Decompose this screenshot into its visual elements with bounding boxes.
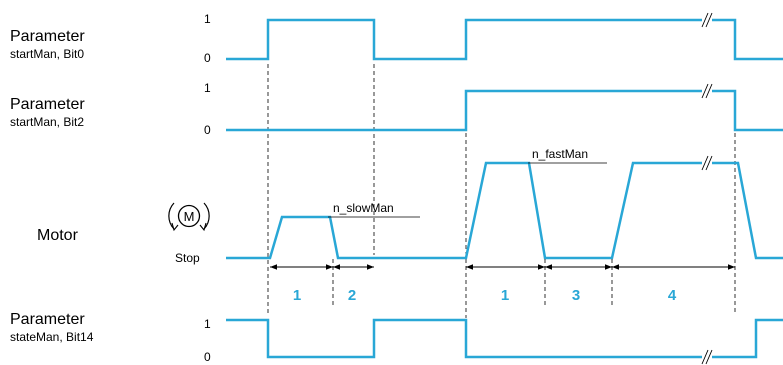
phase-number: 1 <box>293 287 301 304</box>
slow-speed-label: n_slowMan <box>333 201 394 215</box>
signal-waveforms <box>226 18 783 359</box>
phase-numbers: 1 2 1 3 4 <box>293 287 677 304</box>
break-mark-icon <box>701 83 713 99</box>
bit0-label-group: Parameter startMan, Bit0 1 0 <box>10 12 211 65</box>
bit0-level-low: 0 <box>204 51 211 65</box>
motor-label-group: Motor M Stop <box>37 202 210 265</box>
motor-rotation-icon: M <box>168 202 210 232</box>
fast-speed-label: n_fastMan <box>532 147 588 161</box>
bit14-subtitle: stateMan, Bit14 <box>10 330 94 344</box>
speed-labels: n_slowMan n_fastMan <box>328 147 607 218</box>
bit0-title: Parameter <box>10 28 85 45</box>
motor-waveform <box>226 161 783 260</box>
guide-lines <box>267 64 736 318</box>
bit2-title: Parameter <box>10 96 85 113</box>
bit14-label-group: Parameter stateMan, Bit14 1 0 <box>10 311 211 364</box>
phase-number: 3 <box>572 287 580 304</box>
break-mark-icon <box>701 12 713 28</box>
break-mark-icon <box>701 349 713 365</box>
bit2-subtitle: startMan, Bit2 <box>10 115 84 129</box>
motor-title: Motor <box>37 227 79 244</box>
break-marks <box>701 12 713 365</box>
bit0-waveform <box>226 18 783 61</box>
bit2-level-low: 0 <box>204 123 211 137</box>
break-mark-icon <box>701 155 713 171</box>
bit0-level-high: 1 <box>204 12 211 26</box>
bit14-level-high: 1 <box>204 317 211 331</box>
motor-stop-label: Stop <box>175 251 200 265</box>
bit0-subtitle: startMan, Bit0 <box>10 47 84 61</box>
bit2-label-group: Parameter startMan, Bit2 1 0 <box>10 81 211 137</box>
phase-dimensions <box>270 259 735 306</box>
motor-symbol: M <box>184 209 195 224</box>
bit2-waveform <box>226 89 783 132</box>
phase-number: 4 <box>668 287 677 304</box>
bit2-level-high: 1 <box>204 81 211 95</box>
phase-number: 2 <box>348 287 356 304</box>
bit14-waveform <box>226 318 783 359</box>
bit14-level-low: 0 <box>204 350 211 364</box>
phase-number: 1 <box>501 287 509 304</box>
bit14-title: Parameter <box>10 311 85 328</box>
